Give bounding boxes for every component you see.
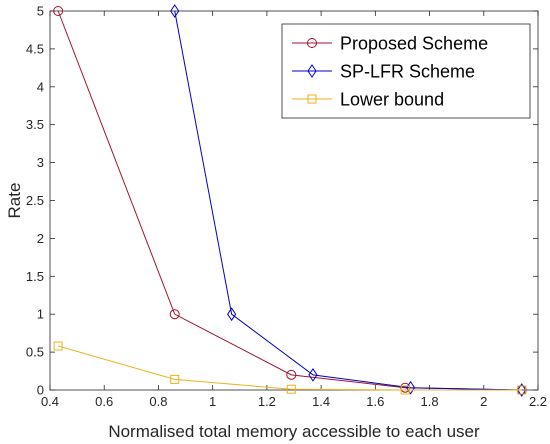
data-point xyxy=(53,341,63,351)
x-tick-label: 0.8 xyxy=(149,394,167,409)
data-point xyxy=(169,309,180,320)
legend-label: SP-LFR Scheme xyxy=(340,62,475,82)
x-tick-label: 2 xyxy=(480,394,487,409)
x-tick-label: 0.6 xyxy=(95,394,113,409)
y-axis-label: Rate xyxy=(5,183,24,219)
legend-item: Lower bound xyxy=(292,90,444,110)
y-tick-label: 0 xyxy=(37,383,44,398)
y-tick-label: 4.5 xyxy=(26,41,44,56)
legend-item: SP-LFR Scheme xyxy=(292,62,475,82)
x-axis: 0.4 0.6 0.8 1 1.2 1.4 1.6 1.8 2 2.2 xyxy=(41,11,547,409)
legend-marker xyxy=(307,38,317,48)
legend-item: Proposed Scheme xyxy=(292,34,488,54)
data-point xyxy=(400,385,410,395)
data-point xyxy=(308,367,318,382)
y-tick-label: 0.5 xyxy=(26,345,44,360)
series-layer xyxy=(53,4,527,397)
x-tick-label: 1.8 xyxy=(421,394,439,409)
x-tick-label: 1.4 xyxy=(312,394,330,409)
x-tick-label: 0.4 xyxy=(41,394,59,409)
data-point xyxy=(170,4,180,18)
data-point xyxy=(517,385,527,395)
y-tick-label: 1 xyxy=(37,307,44,322)
x-tick-label: 2.2 xyxy=(529,394,547,409)
data-point xyxy=(517,383,527,397)
y-tick-label: 2.5 xyxy=(26,193,44,208)
legend-marker xyxy=(307,64,317,78)
y-tick-label: 5 xyxy=(37,4,44,19)
data-point xyxy=(53,6,64,16)
x-tick-label: 1.2 xyxy=(258,394,276,409)
data-point xyxy=(286,369,297,380)
legend-label: Proposed Scheme xyxy=(340,34,488,54)
x-axis-label: Normalised total memory accessible to ea… xyxy=(108,422,480,441)
y-tick-label: 2 xyxy=(37,231,44,246)
series-2 xyxy=(53,341,527,395)
data-point xyxy=(170,374,180,384)
legend-marker xyxy=(307,94,317,104)
legend-label: Lower bound xyxy=(340,90,444,110)
y-axis: 0 0.5 1 1.5 2 2.5 3 3.5 4 4.5 5 xyxy=(26,4,538,398)
data-point xyxy=(227,307,237,322)
y-tick-label: 3 xyxy=(37,155,44,170)
x-tick-label: 1.6 xyxy=(366,394,384,409)
y-tick-label: 4 xyxy=(37,79,44,94)
series-line xyxy=(174,10,522,391)
series-line xyxy=(57,345,522,391)
y-tick-label: 1.5 xyxy=(26,269,44,284)
y-tick-label: 3.5 xyxy=(26,117,44,132)
x-tick-label: 1 xyxy=(209,394,216,409)
data-point xyxy=(286,384,296,394)
